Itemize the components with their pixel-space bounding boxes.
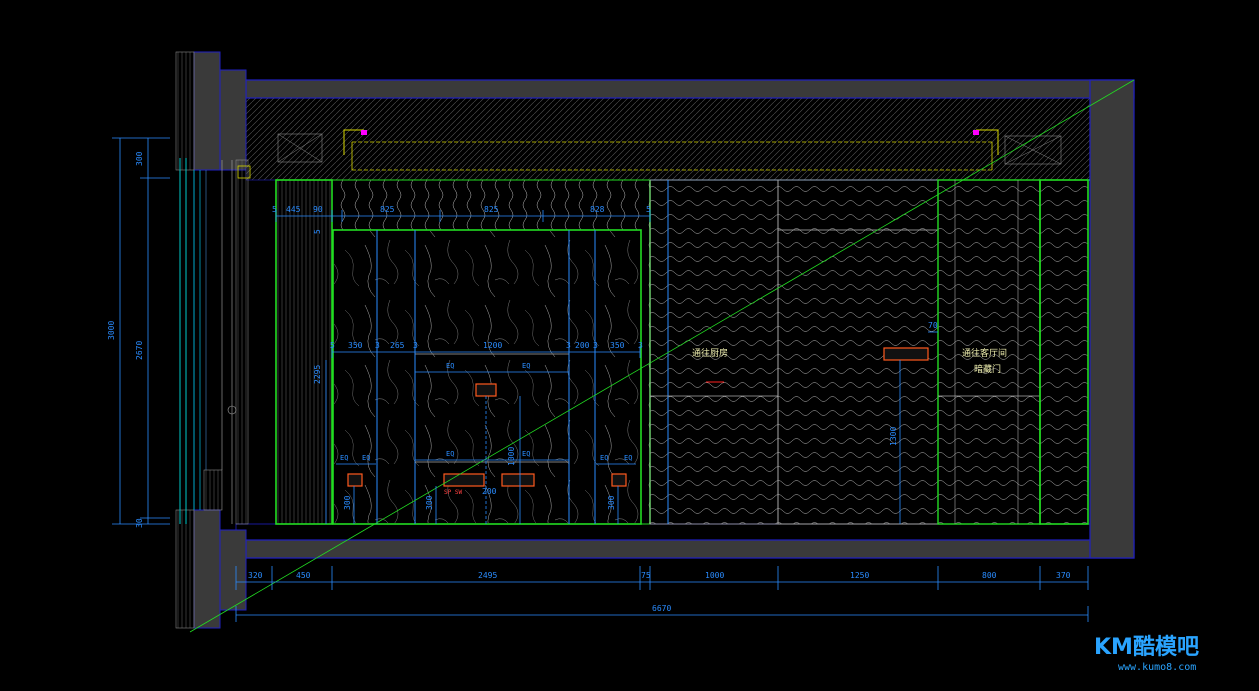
section-marker-icon bbox=[973, 130, 979, 135]
left-stripe-panel bbox=[275, 179, 333, 525]
dim-445: 445 bbox=[286, 205, 301, 214]
dim-75: 75 bbox=[641, 571, 651, 580]
dim-2295: 2295 bbox=[313, 365, 322, 384]
dim-1000-vert: 1000 bbox=[507, 447, 516, 466]
dim-row-3-c: 3 bbox=[566, 341, 571, 350]
dim-70: 70 bbox=[928, 321, 938, 330]
eq-label: EQ bbox=[446, 362, 454, 370]
top-dimensions: 5 445 90 825 825 828 5 bbox=[272, 205, 651, 214]
dim-30-left: 30 bbox=[135, 518, 144, 528]
dim-row-5: 5 bbox=[330, 341, 335, 350]
eq-label: EQ bbox=[600, 454, 608, 462]
wall-socket-icon bbox=[501, 473, 535, 487]
wall-socket-icon bbox=[883, 347, 929, 361]
dim-row-3-e: 3 bbox=[638, 341, 643, 350]
dim-6670: 6670 bbox=[652, 604, 671, 613]
dim-row-350-a: 350 bbox=[348, 341, 363, 350]
row-dimensions: 5 350 3 265 3 1200 3 200 3 350 3 bbox=[330, 341, 643, 350]
kitchen-door-label: 通往厨房 bbox=[692, 347, 728, 359]
eq-label: EQ bbox=[522, 362, 530, 370]
dim-300-left: 300 bbox=[135, 151, 144, 166]
dim-828: 828 bbox=[590, 205, 605, 214]
left-dimensions: 3000 300 2670 30 bbox=[107, 151, 144, 528]
dim-320: 320 bbox=[248, 571, 263, 580]
section-diagonal-line bbox=[189, 79, 1135, 633]
dim-row-3-a: 3 bbox=[375, 341, 380, 350]
hidden-door-label-line1: 通往客厅间 bbox=[962, 347, 1007, 359]
wall-socket-icon bbox=[443, 473, 485, 487]
dim-1250: 1250 bbox=[850, 571, 869, 580]
watermark-url: www.kumo8.com bbox=[1118, 662, 1196, 673]
bottom-dimension-lines bbox=[235, 566, 1089, 622]
dim-2670: 2670 bbox=[135, 341, 144, 360]
watermark: KM酷模吧 www.kumo8.com bbox=[1094, 635, 1199, 673]
dim-5-b: 5 bbox=[646, 205, 651, 214]
dim-row-350-b: 350 bbox=[610, 341, 625, 350]
top-dimension-lines bbox=[275, 210, 938, 524]
kitchen-door-panel bbox=[649, 179, 779, 525]
window-section bbox=[179, 158, 251, 525]
svg-text:SP SW: SP SW bbox=[444, 489, 462, 496]
bottom-dimensions: 320 450 2495 75 1000 1250 800 370 6670 bbox=[248, 571, 1071, 613]
watermark-brand: KM酷模吧 bbox=[1094, 635, 1199, 660]
eq-label: EQ bbox=[446, 450, 454, 458]
tv-outlet-icon bbox=[475, 383, 497, 397]
room-labels: 通往厨房 通往客厅间 暗藏门 bbox=[692, 347, 1007, 375]
dim-row-1200: 1200 bbox=[483, 341, 502, 350]
dim-90: 90 bbox=[313, 205, 323, 214]
dim-825-a: 825 bbox=[380, 205, 395, 214]
eq-labels: EQ EQ EQ EQ EQ EQ EQ EQ bbox=[340, 362, 632, 462]
dim-370: 370 bbox=[1056, 571, 1071, 580]
dim-300-sock-a: 300 bbox=[343, 495, 352, 510]
dim-200: 200 bbox=[482, 487, 497, 496]
sockets: SP SW bbox=[347, 347, 929, 496]
dim-3000: 3000 bbox=[107, 321, 116, 340]
right-wall-section bbox=[1089, 79, 1135, 559]
dim-5-a: 5 bbox=[272, 205, 277, 214]
vertical-dimensions: 2295 5 1000 1300 300 300 300 70 200 bbox=[313, 229, 938, 510]
dim-800: 800 bbox=[982, 571, 997, 580]
dim-1000: 1000 bbox=[705, 571, 724, 580]
wall-socket-icon bbox=[611, 473, 627, 487]
dim-row-200: 200 bbox=[575, 341, 590, 350]
left-wall-section bbox=[175, 51, 247, 629]
floor-slab bbox=[235, 523, 1135, 559]
dim-row-265: 265 bbox=[390, 341, 405, 350]
dim-300-sock-c: 300 bbox=[607, 495, 616, 510]
dim-2495: 2495 bbox=[478, 571, 497, 580]
dim-row-3-d: 3 bbox=[593, 341, 598, 350]
wall-socket-icon bbox=[347, 473, 363, 487]
hidden-door-panel bbox=[937, 179, 1089, 525]
dim-825-b: 825 bbox=[484, 205, 499, 214]
section-marker-icon bbox=[361, 130, 367, 135]
dim-1300-vert: 1300 bbox=[889, 427, 898, 446]
ceiling-slab bbox=[245, 79, 1135, 181]
dim-300-sock-b: 300 bbox=[425, 495, 434, 510]
dim-5-vert: 5 bbox=[313, 229, 322, 234]
dim-450: 450 bbox=[296, 571, 311, 580]
left-dimension-lines bbox=[112, 137, 170, 525]
eq-label: EQ bbox=[340, 454, 348, 462]
hidden-door-label-line2: 暗藏门 bbox=[974, 363, 1001, 375]
eq-label: EQ bbox=[362, 454, 370, 462]
dim-row-3-b: 3 bbox=[413, 341, 418, 350]
eq-label: EQ bbox=[522, 450, 530, 458]
eq-label: EQ bbox=[624, 454, 632, 462]
